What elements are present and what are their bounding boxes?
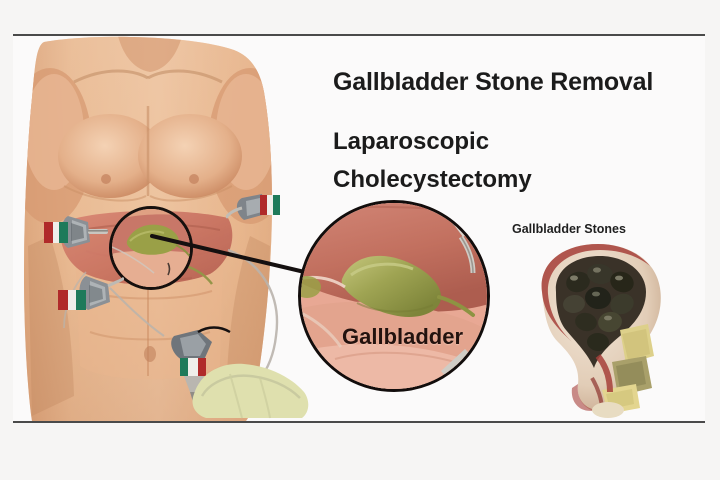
specimen-photo bbox=[541, 244, 661, 418]
bottom-divider-rule bbox=[13, 421, 705, 423]
gallbladder-stones-label: Gallbladder Stones bbox=[512, 222, 626, 236]
magnified-laparoscopic-view bbox=[298, 200, 490, 392]
trocar-center-lower bbox=[171, 326, 231, 402]
surgeon-glove bbox=[192, 363, 309, 419]
subtitle-line-1: Laparoscopic bbox=[333, 128, 490, 155]
opened-gallbladder-specimen bbox=[512, 238, 682, 418]
subtitle-line-2: Cholecystectomy bbox=[333, 166, 532, 193]
trocar-left-upper bbox=[44, 216, 108, 248]
inset-content bbox=[301, 203, 487, 389]
trocar-left-lower bbox=[58, 276, 124, 310]
page-title: Gallbladder Stone Removal bbox=[333, 68, 654, 96]
trocar-right-upper bbox=[226, 194, 280, 220]
gallbladder-label: Gallbladder bbox=[342, 324, 464, 349]
top-divider-rule bbox=[13, 34, 705, 36]
